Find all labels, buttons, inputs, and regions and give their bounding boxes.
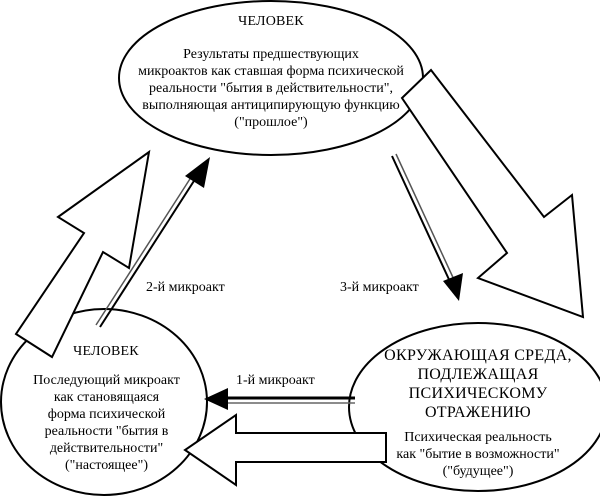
left-node-line-6: ("настоящее") <box>65 458 148 473</box>
thin-arrow-first-head <box>204 388 228 410</box>
edge-label-third-microact: 3-й микроакт <box>340 280 419 295</box>
hollow-arrow-left-to-top <box>14 149 151 359</box>
top-node-line-2: микроактов как ставшая форма психической <box>138 64 404 79</box>
left-node-heading: ЧЕЛОВЕК <box>73 344 139 359</box>
right-node-heading-4: ОТРАЖЕНИЮ <box>424 404 532 421</box>
top-node-line-1: Результаты предшествующих <box>183 47 359 62</box>
hollow-arrow-top-to-right <box>400 68 585 319</box>
right-node-heading-2: ПОДЛЕЖАЩАЯ <box>417 366 539 383</box>
left-node-line-3: форма психической <box>47 407 166 422</box>
right-node-heading-1: ОКРУЖАЮЩАЯ СРЕДА, <box>384 347 572 364</box>
right-node-line-3: ("будущее") <box>442 464 514 479</box>
right-node-line-1: Психическая реальность <box>404 430 552 445</box>
thin-arrow-third-shade <box>395 153 457 285</box>
right-node-ellipse <box>348 322 600 492</box>
left-node-line-1: Последующий микроакт <box>33 373 180 388</box>
top-node-line-3: реальности "бытия в действительности", <box>148 81 393 96</box>
thin-arrow-second <box>99 169 202 328</box>
left-node-line-2: как становящаяся <box>53 390 160 405</box>
edge-label-first-microact: 1-й микроакт <box>236 373 315 388</box>
thin-arrow-second-head <box>185 157 210 188</box>
thin-arrow-third <box>391 155 453 287</box>
left-node-line-4: реальности "бытия в <box>44 424 169 439</box>
hollow-arrow-right-to-left <box>183 413 387 487</box>
right-node-line-2: как "бытие в возможности" <box>396 447 560 462</box>
thin-arrow-third-head <box>443 273 463 301</box>
thin-arrow-second-shade <box>95 167 198 326</box>
edge-label-second-microact: 2-й микроакт <box>146 280 225 295</box>
top-node-heading: ЧЕЛОВЕК <box>238 14 304 29</box>
left-node-line-5: действительности" <box>49 441 164 456</box>
top-node-line-4: выполняющая антиципирующую функцию <box>142 98 400 113</box>
right-node-heading-3: ПСИХИЧЕСКОМУ <box>408 385 548 402</box>
top-node-line-5: ("прошлое") <box>234 115 308 130</box>
